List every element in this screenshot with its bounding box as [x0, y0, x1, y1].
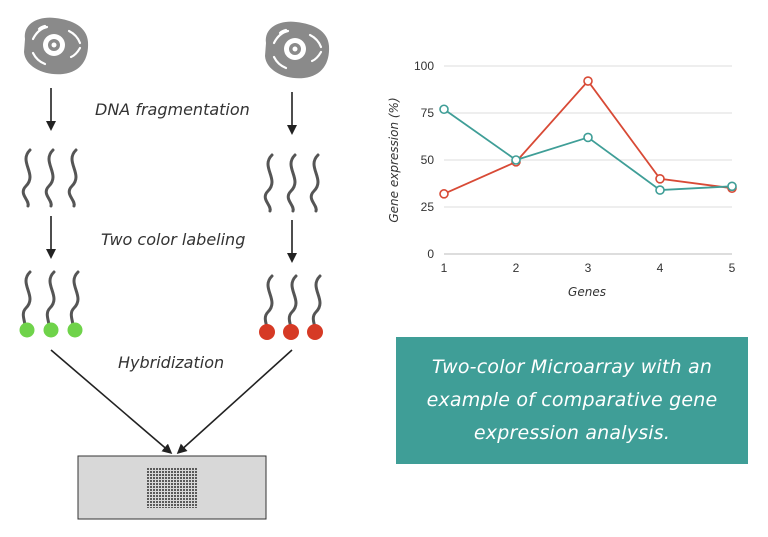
y-axis-label: Gene expression (%): [387, 97, 401, 222]
arrow-hybridization-right: [176, 349, 293, 455]
x-tick-label: 4: [657, 261, 664, 275]
arrow-hybridization-left: [50, 349, 173, 454]
caption-line-3: expression analysis.: [473, 422, 671, 444]
x-tick-label: 5: [729, 261, 736, 275]
x-axis-label: Genes: [568, 285, 606, 299]
y-tick-label: 75: [421, 106, 435, 120]
right-cell-icon: [265, 21, 330, 79]
caption-box: Two-color Microarray with an example of …: [396, 337, 748, 464]
series-1-point: [439, 189, 449, 199]
series-1-point: [655, 174, 665, 184]
caption-line-2: example of comparative gene: [426, 389, 718, 411]
series-2-point: [655, 185, 665, 195]
left-dna-fragments: [21, 148, 78, 208]
step-label-labeling: Two color labeling: [101, 230, 245, 249]
left-cell-icon: [24, 17, 89, 75]
x-tick-label: 1: [441, 261, 448, 275]
y-tick-label: 50: [421, 153, 435, 167]
series-2-point: [727, 181, 737, 192]
left-labeled-strands: [21, 270, 80, 330]
step-label-fragmentation: DNA fragmentation: [95, 100, 250, 119]
series-2-point: [511, 155, 521, 165]
y-tick-label: 100: [414, 59, 434, 73]
right-labeled-strands: [263, 274, 322, 332]
series-1-point: [583, 76, 593, 86]
green-dye-labels: [19, 322, 83, 338]
y-tick-label: 25: [421, 200, 435, 214]
step-label-hybridization: Hybridization: [118, 353, 224, 372]
caption-line-1: Two-color Microarray with an: [431, 356, 713, 378]
y-tick-label: 0: [427, 247, 434, 261]
red-dye-labels: [259, 324, 323, 340]
x-tick-label: 3: [585, 261, 592, 275]
series-2-point: [439, 104, 449, 115]
microarray-spots: [147, 467, 197, 508]
x-tick-label: 2: [513, 261, 520, 275]
series-2-point: [583, 132, 593, 143]
right-dna-fragments: [263, 153, 320, 213]
series-line-2: [443, 108, 733, 191]
